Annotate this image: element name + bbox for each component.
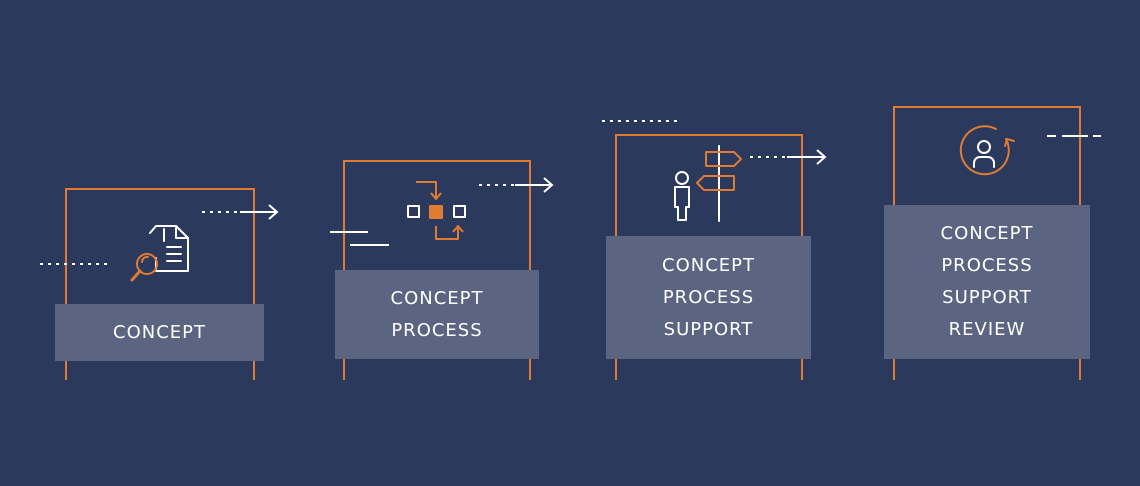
stage-2-line-1: CONCEPT bbox=[390, 287, 484, 309]
arrow-right-icon bbox=[202, 204, 279, 220]
process-flow-icon bbox=[407, 181, 466, 240]
stage-1-label-box: CONCEPT bbox=[55, 304, 264, 361]
stage-1-frame bbox=[65, 188, 255, 380]
stage-3-line-1: CONCEPT bbox=[662, 254, 755, 276]
arrow-right-icon bbox=[479, 177, 554, 193]
stage-2-line-2: PROCESS bbox=[391, 319, 483, 341]
stage-4-line-4: REVIEW bbox=[948, 319, 1026, 340]
user-review-icon bbox=[959, 125, 1015, 176]
stage-4-line-2: PROCESS bbox=[941, 255, 1033, 276]
arrow-right-icon bbox=[750, 149, 827, 165]
stage-4-line-1: CONCEPT bbox=[940, 223, 1034, 244]
stage-4-line-3: SUPPORT bbox=[942, 287, 1032, 308]
stage-4-label-box: CONCEPT PROCESS SUPPORT REVIEW bbox=[884, 205, 1090, 359]
stage-2-label-box: CONCEPT PROCESS bbox=[335, 270, 539, 359]
document-search-icon bbox=[130, 225, 189, 282]
stage-3-line-2: PROCESS bbox=[662, 286, 755, 308]
stage-3-line-3: SUPPORT bbox=[663, 318, 754, 340]
stage-3-label-box: CONCEPT PROCESS SUPPORT bbox=[606, 236, 811, 359]
person-signpost-icon bbox=[674, 145, 742, 222]
stage-1-line-1: CONCEPT bbox=[113, 321, 206, 343]
